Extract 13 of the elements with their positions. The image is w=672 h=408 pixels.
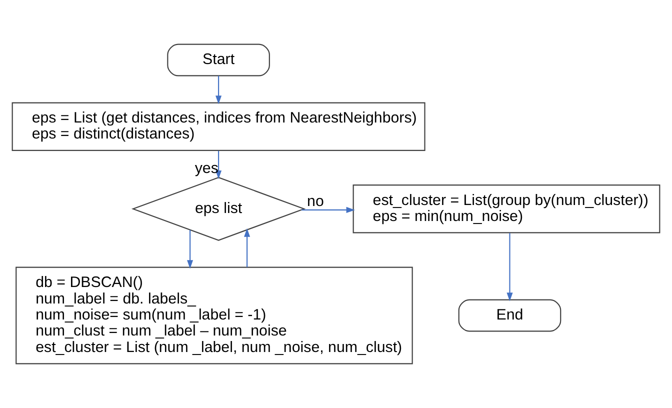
arrow bbox=[216, 76, 222, 104]
arrow bbox=[301, 206, 355, 213]
edge-label: no bbox=[307, 192, 324, 210]
node-box: db = DBSCAN() num_label = db. labels_ num_noise= sum(num _label = -1) num_clust = num _label – num_noise est_cluster = List (num _label, num _noise, num_clust) bbox=[16, 266, 413, 364]
node-box: eps = List (get distances, indices from NearestNeighbors) eps = distinct(distances) bbox=[12, 102, 426, 151]
node-box: End bbox=[458, 299, 562, 332]
node-box: est_cluster = List(group by(num_cluster)) eps = min(num_noise) bbox=[352, 184, 660, 234]
edge-label: yes bbox=[194, 160, 218, 178]
arrow bbox=[244, 228, 250, 268]
node-diamond: eps list bbox=[131, 176, 306, 241]
arrow bbox=[187, 230, 194, 269]
arrow bbox=[506, 233, 513, 302]
node-box: Start bbox=[167, 44, 270, 76]
